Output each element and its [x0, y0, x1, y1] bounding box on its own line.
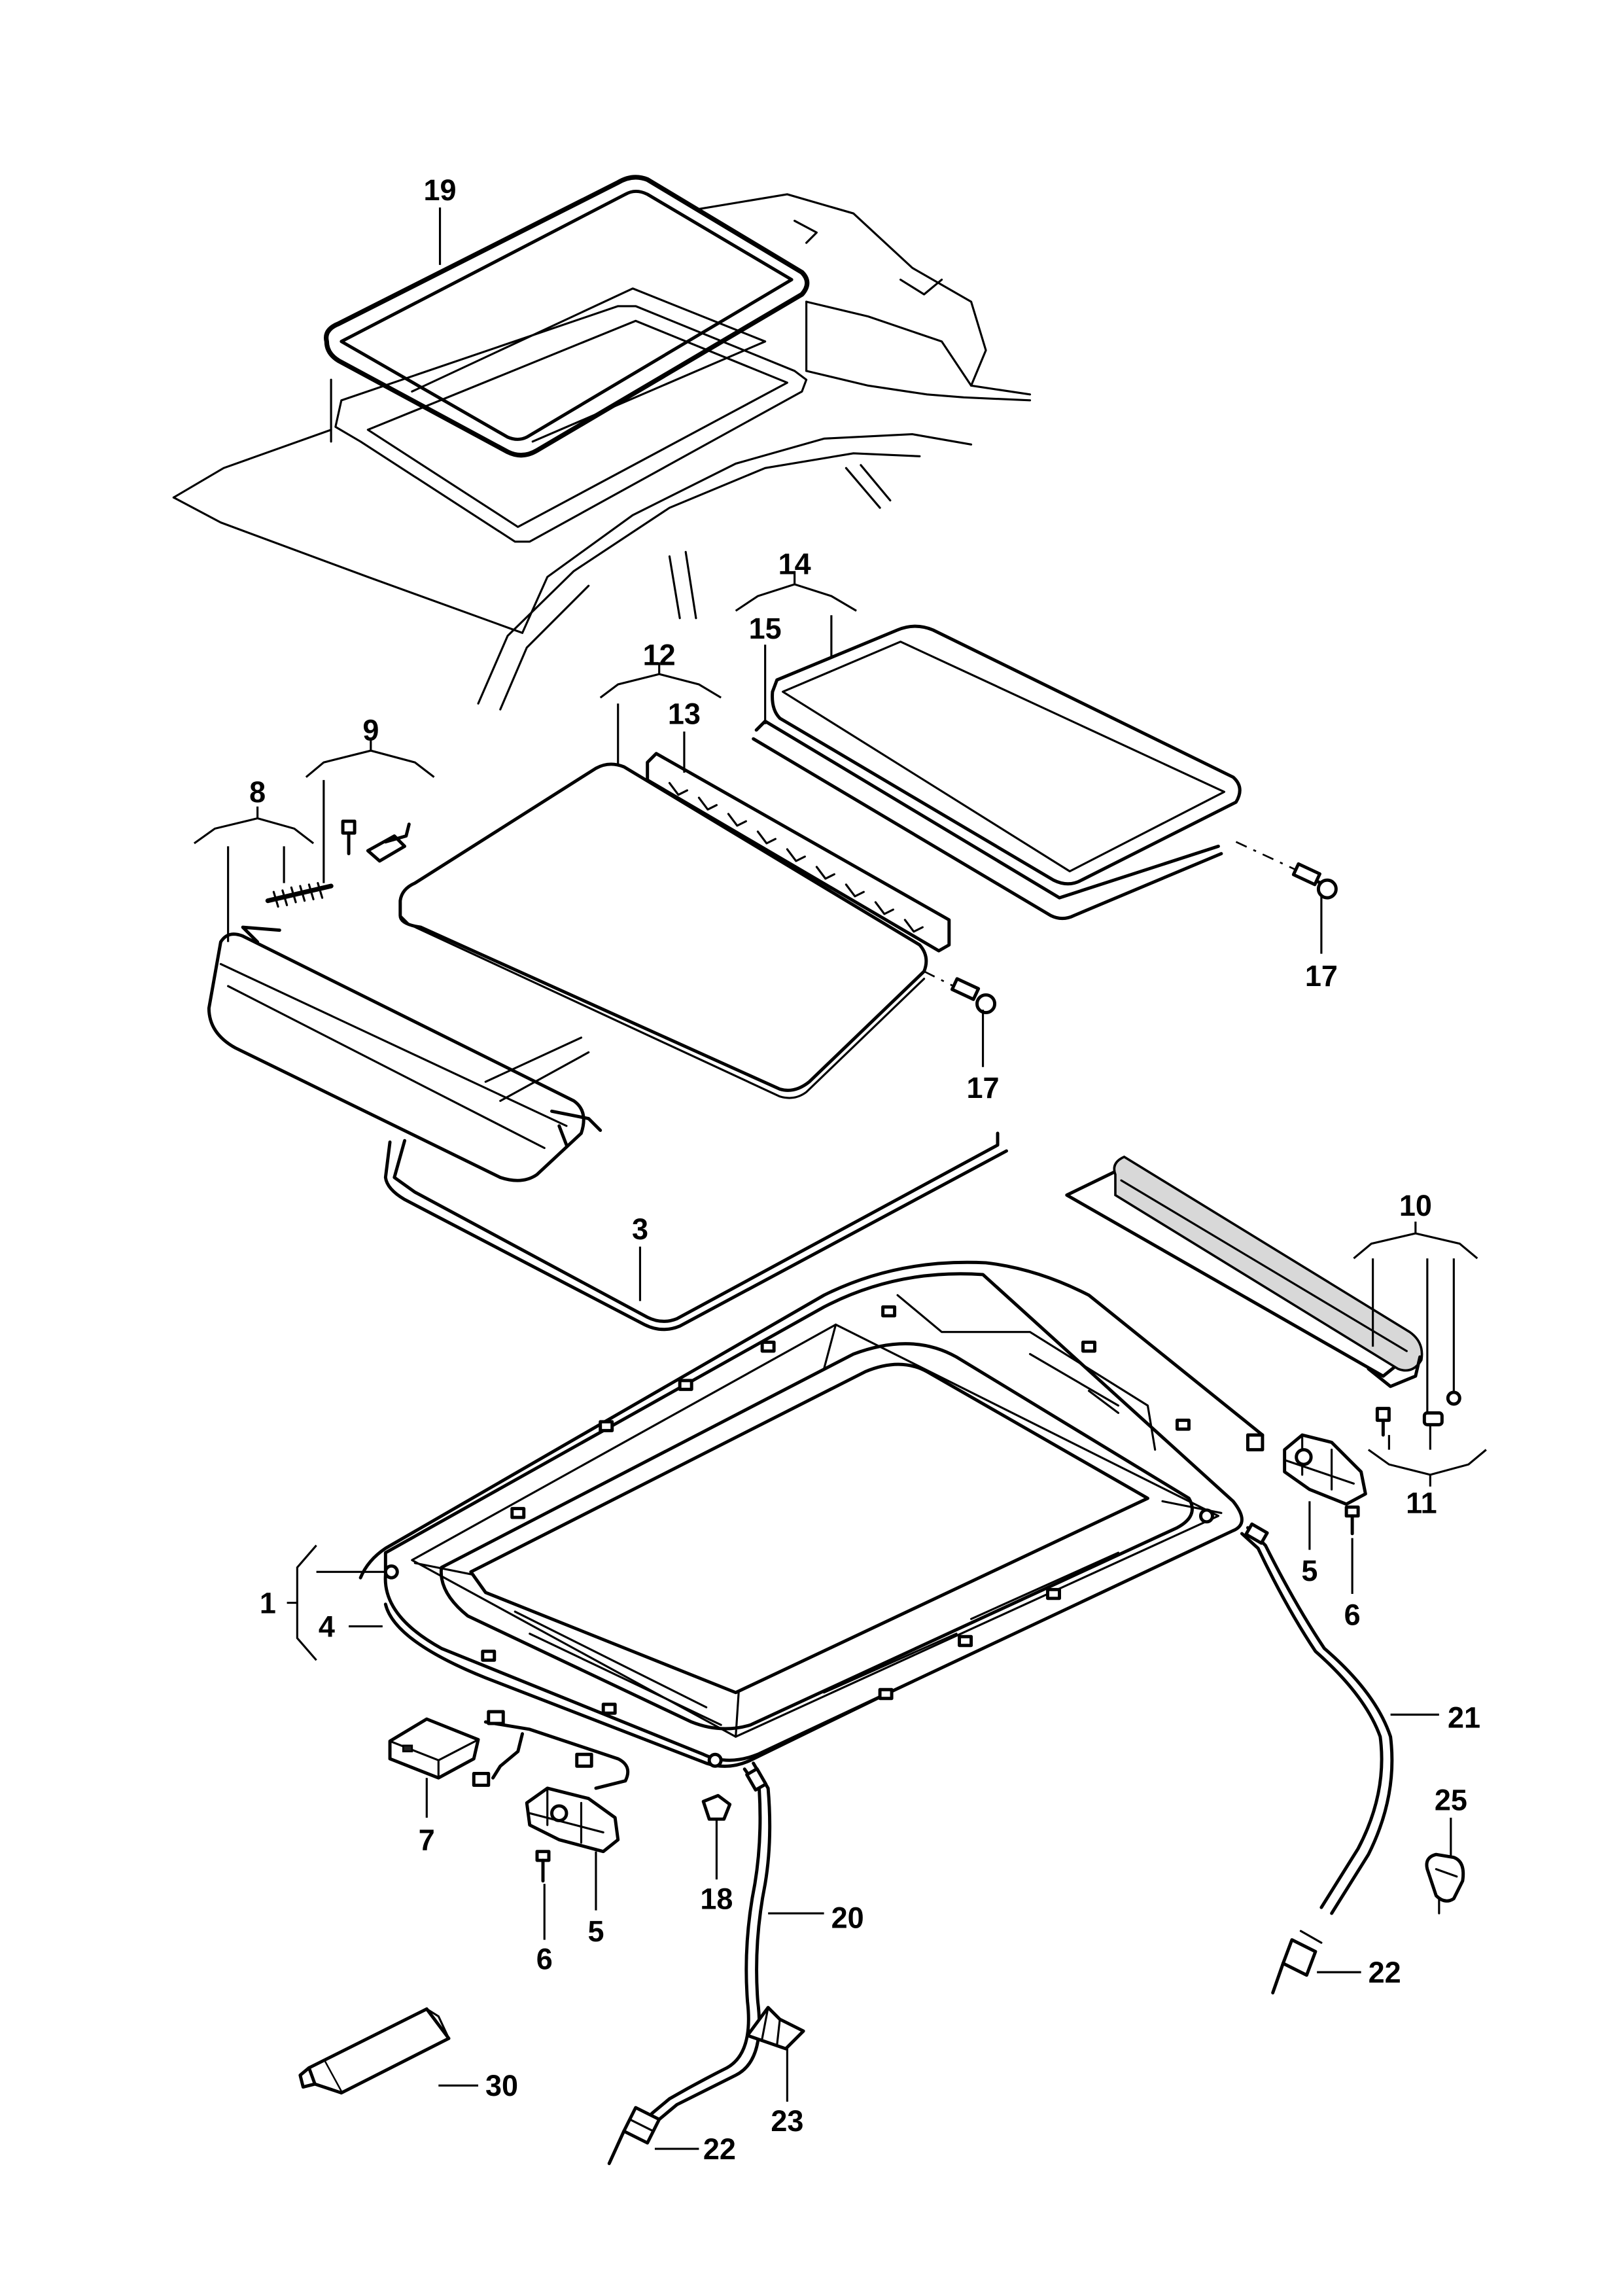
part-9-hardware[interactable]	[341, 819, 411, 863]
part-17-bolt-upper[interactable]	[1291, 862, 1338, 900]
label-5-left: 5	[587, 1915, 604, 1948]
part-4-sunroof-frame[interactable]	[358, 1260, 1265, 1790]
part-8-deflector[interactable]	[207, 925, 602, 1182]
label-13: 13	[668, 698, 701, 731]
label-18: 18	[700, 1882, 733, 1915]
label-5-right: 5	[1301, 1554, 1318, 1587]
part-13-strip[interactable]	[646, 752, 951, 953]
part-6-screw-right[interactable]	[1344, 1505, 1360, 1536]
part-8-spring[interactable]	[265, 882, 334, 908]
part-17a-axis	[1235, 841, 1303, 874]
part-21-drain-hose[interactable]	[1240, 1522, 1394, 1915]
part-11-fasteners[interactable]	[1375, 1390, 1461, 1437]
part-25-clip[interactable]	[1425, 1852, 1465, 1915]
label-7: 7	[419, 1823, 435, 1856]
part-5-motor-right[interactable]	[1283, 1433, 1367, 1506]
label-22-left: 22	[703, 2132, 736, 2166]
label-10: 10	[1399, 1189, 1432, 1222]
part-22-valve-right[interactable]	[1271, 1930, 1323, 1995]
label-17-upper: 17	[1305, 959, 1338, 993]
label-15: 15	[749, 612, 782, 645]
label-17-lower: 17	[967, 1071, 1000, 1104]
leader-lines	[193, 207, 1487, 2150]
part-7-control-unit[interactable]	[388, 1717, 480, 1780]
label-9: 9	[362, 713, 379, 747]
label-21: 21	[1448, 1701, 1480, 1735]
part-22-valve-left[interactable]	[607, 2106, 661, 2166]
part-3-seal[interactable]	[383, 1036, 1009, 1332]
label-4: 4	[319, 1610, 335, 1643]
part-15-glass-seal[interactable]	[752, 719, 1223, 921]
label-3: 3	[632, 1212, 648, 1246]
part-18-grommet[interactable]	[701, 1793, 732, 1821]
label-14: 14	[778, 547, 811, 580]
label-19: 19	[424, 173, 457, 207]
part-labels: 19 14 15 12 13 9 8 17 17 3 10 11 5 6 1 4…	[249, 173, 1480, 2166]
label-25: 25	[1435, 1784, 1467, 1817]
part-19-roof-seal[interactable]	[324, 175, 810, 458]
part-12-sunshade-panel[interactable]	[398, 762, 928, 1099]
part-10-roller-blind[interactable]	[1065, 1155, 1423, 1388]
vehicle-roof-outline	[172, 193, 1032, 711]
part-20-drain-hose[interactable]	[650, 1761, 772, 2121]
label-6-right: 6	[1344, 1598, 1361, 1631]
label-12: 12	[643, 639, 676, 672]
part-5-motor-left[interactable]	[525, 1786, 620, 1854]
label-30: 30	[485, 2069, 518, 2102]
part-23-bracket[interactable]	[746, 2005, 805, 2051]
label-22-right: 22	[1369, 1956, 1401, 1989]
part-6-screw-left[interactable]	[535, 1850, 551, 1883]
label-8: 8	[249, 775, 266, 809]
part-14-glass-panel[interactable]	[771, 624, 1242, 886]
label-1: 1	[260, 1586, 276, 1619]
label-6-left: 6	[536, 1943, 553, 1976]
label-23: 23	[771, 2104, 803, 2138]
label-20: 20	[831, 1901, 864, 1935]
part-17-bolt-lower[interactable]	[923, 970, 997, 1015]
label-11: 11	[1406, 1486, 1437, 1519]
part-30-adhesive-tube[interactable]	[298, 2007, 451, 2095]
